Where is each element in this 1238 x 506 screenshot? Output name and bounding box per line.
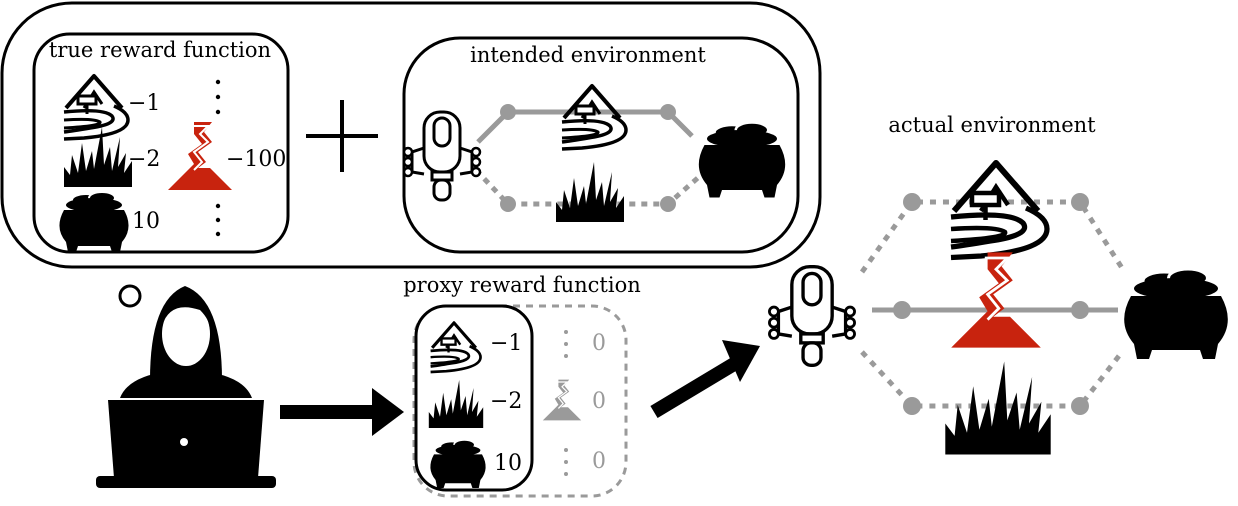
proxy-reward-title: proxy reward function — [403, 273, 641, 297]
intended-grass-icon — [556, 162, 624, 222]
intended-pot-icon — [697, 121, 787, 199]
true-reward-pot-value: 10 — [132, 209, 160, 234]
true-reward-lava-value: −100 — [226, 147, 286, 172]
true-reward-title: true reward function — [49, 38, 271, 62]
intended-environment-title: intended environment — [470, 43, 706, 67]
lava-icon — [167, 121, 233, 191]
intended-environment-box — [402, 36, 800, 254]
diagonal-arrow-icon — [650, 340, 760, 419]
thought-bubble-dot — [118, 284, 142, 308]
arrow-icon — [280, 388, 404, 436]
actual-lava-icon — [949, 250, 1043, 350]
actual-environment-title: actual environment — [888, 113, 1096, 137]
intended-trail-icon — [560, 84, 628, 151]
hidden-ellipsis-bottom — [564, 448, 568, 476]
vertical-ellipsis-bottom — [215, 203, 221, 237]
proxy-hidden-value-1: 0 — [592, 331, 606, 356]
actual-trail-icon — [951, 163, 1047, 258]
true-reward-trail-value: −1 — [128, 91, 160, 116]
pot-of-gold-icon — [58, 191, 130, 253]
proxy-lava-icon — [542, 379, 582, 421]
actual-pot-icon — [1122, 267, 1230, 361]
proxy-hidden-value-2: 0 — [592, 389, 606, 414]
true-reward-grass-value: −2 — [128, 147, 160, 172]
person-at-laptop-icon — [96, 286, 276, 488]
true-reward-box — [32, 32, 290, 254]
proxy-reward-grass-value: −2 — [490, 389, 522, 414]
trail-icon — [62, 74, 130, 141]
proxy-reward-pot-value: 10 — [494, 451, 522, 476]
hidden-ellipsis-top — [564, 330, 568, 358]
plus-icon — [306, 100, 378, 172]
vertical-ellipsis-top — [215, 79, 221, 115]
proxy-hidden-box — [412, 304, 628, 498]
thought-bubble-outline — [0, 1, 822, 269]
intended-robot-icon — [402, 110, 482, 202]
actual-robot-icon — [767, 265, 857, 367]
proxy-reward-trail-value: −1 — [490, 331, 522, 356]
proxy-hidden-value-3: 0 — [592, 449, 606, 474]
